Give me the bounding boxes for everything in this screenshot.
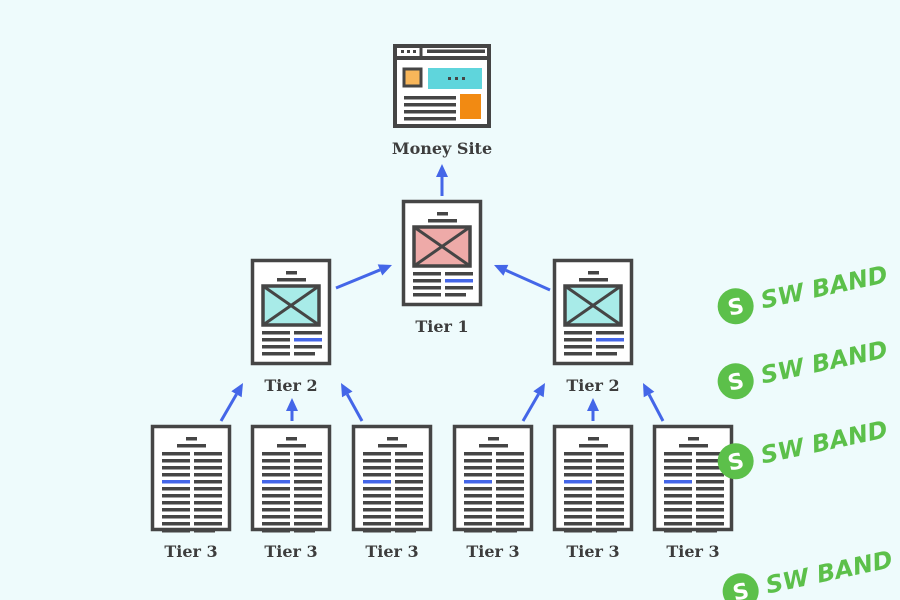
node-label: Tier 3 [566,542,619,561]
node-t2a: Tier 2 [250,258,332,395]
node-t3d: Tier 3 [452,424,534,561]
arrow-t3f-to-t2b [643,383,665,422]
node-t3e: Tier 3 [552,424,634,561]
arrow-t3d-to-t2b [521,383,545,422]
node-label: Tier 2 [566,376,619,395]
watermark-text: SW BAND [758,260,890,314]
node-label: Money Site [392,139,492,158]
watermark-logo: S SW BAND [717,415,890,480]
node-label: Tier 3 [164,542,217,561]
node-label: Tier 3 [365,542,418,561]
node-label: Tier 3 [466,542,519,561]
watermark-s-letter: S [726,449,747,477]
watermark: S SW BAND S SW BAND S SW BAND S SW BAND [717,260,895,600]
watermark-s-letter: S [731,579,752,600]
watermark-logo: S SW BAND [722,545,895,600]
arrow-t3c-to-t2a [341,383,364,422]
node-t2b: Tier 2 [552,258,634,395]
arrow-t3e-to-t2b [587,398,599,421]
watermark-s-icon [717,288,754,325]
node-t3f: Tier 3 [652,424,734,561]
watermark-text: SW BAND [758,415,890,469]
arrow-t3b-to-t2a [286,398,298,421]
document-icon [351,424,433,532]
watermark-s-icon [717,363,754,400]
node-money: Money Site [392,44,492,158]
node-t3b: Tier 3 [250,424,332,561]
document-icon [552,424,634,532]
node-t1: Tier 1 [401,199,483,336]
watermark-text: SW BAND [758,335,890,389]
node-t3c: Tier 3 [351,424,433,561]
watermark-logo: S SW BAND [717,335,890,400]
document-icon [250,424,332,532]
node-label: Tier 2 [264,376,317,395]
document-icon [652,424,734,532]
arrow-t2b-to-t1 [494,264,551,292]
arrow-t2a-to-t1 [335,264,392,290]
document-icon [150,424,232,532]
watermark-s-letter: S [726,294,747,322]
watermark-logo: S SW BAND [717,260,890,325]
node-label: Tier 1 [415,317,468,336]
node-label: Tier 3 [666,542,719,561]
watermark-s-icon [722,573,759,600]
watermark-s-icon [717,443,754,480]
document-icon [452,424,534,532]
arrow-t1-to-money [436,164,448,196]
watermark-s-letter: S [726,369,747,397]
arrow-t3a-to-t2a [219,383,243,422]
node-t3a: Tier 3 [150,424,232,561]
watermark-text: SW BAND [763,545,895,599]
node-label: Tier 3 [264,542,317,561]
